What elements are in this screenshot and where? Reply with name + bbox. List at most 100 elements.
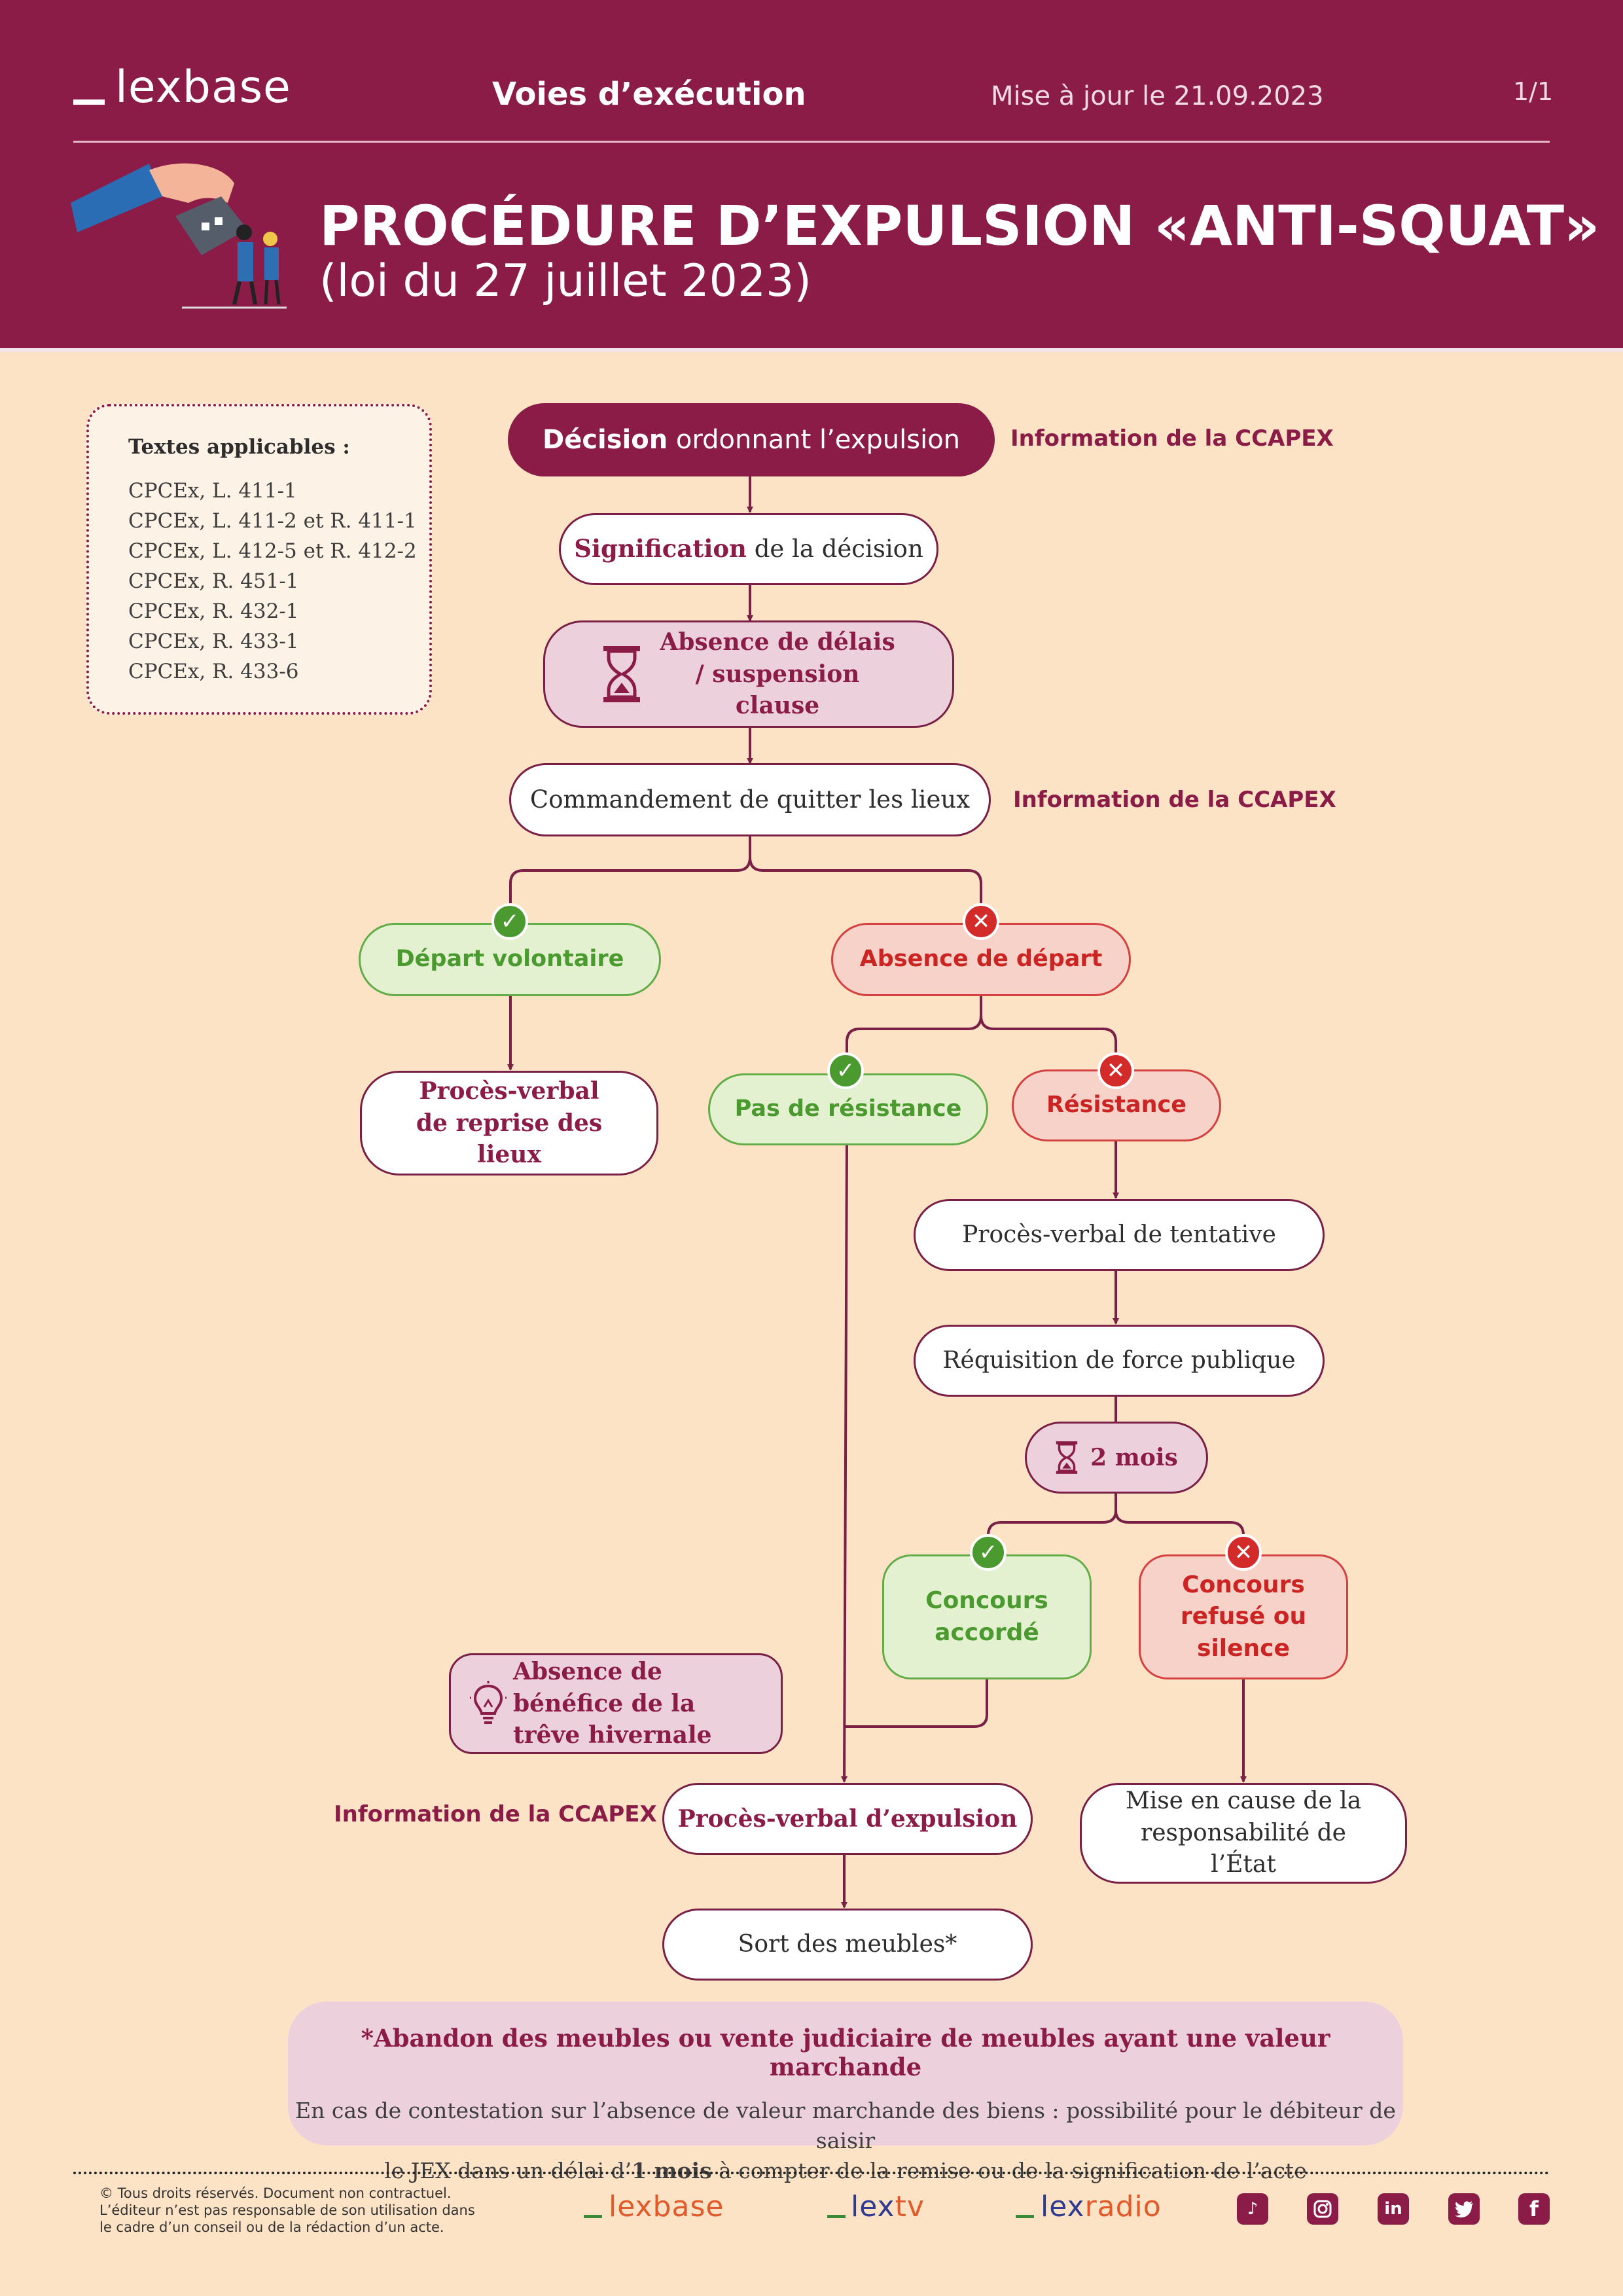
text-ref: CPCEx, R. 451-1	[128, 569, 299, 593]
hourglass-icon	[1056, 1441, 1078, 1474]
branch-depart-volontaire	[509, 836, 751, 923]
line-concours-expulsion	[846, 1679, 988, 1728]
commandement-label: Commandement de quitter les lieux	[529, 785, 971, 814]
lextv-dash	[827, 2215, 846, 2218]
info-ccapex-1: Information de la CCAPEX	[1010, 425, 1334, 452]
text-ref: CPCEx, L. 411-2 et R. 411-1	[128, 509, 417, 533]
pv-tentative-label: Procès-verbal de tentative	[962, 1221, 1276, 1248]
instagram-icon[interactable]	[1307, 2193, 1338, 2225]
branch-resistance	[980, 1015, 1117, 1069]
lexradio-logo-b: radio	[1084, 2190, 1162, 2223]
absence-delais-node: Absence de délais / suspension clause	[543, 620, 954, 728]
concours-accorde-node: Concours accordé	[882, 1554, 1092, 1679]
legal-notice: © Tous droits réservés. Document non con…	[99, 2185, 475, 2236]
treve-hivernale-node: Absence de bénéfice de la trêve hivernal…	[449, 1653, 783, 1754]
cross-icon: ✕	[1097, 1052, 1134, 1089]
pv-reprise-node: Procès-verbal de reprise des lieux	[360, 1071, 658, 1175]
decision-bold: Décision	[542, 425, 668, 455]
text-ref: CPCEx, R. 432-1	[128, 600, 299, 623]
applicable-texts-title: Textes applicables :	[128, 435, 350, 459]
page-title: PROCÉDURE D’EXPULSION «ANTI-SQUAT»	[319, 194, 1600, 258]
info-ccapex-2: Information de la CCAPEX	[1013, 787, 1336, 813]
note-line-2a: le JEX dans un délai d’	[384, 2158, 632, 2183]
decision-rest: ordonnant l’expulsion	[668, 425, 961, 455]
text-ref: CPCEx, R. 433-6	[128, 660, 299, 683]
absence-depart-label: Absence de départ	[859, 946, 1103, 973]
header-divider	[0, 348, 1623, 352]
twitter-icon[interactable]	[1448, 2193, 1480, 2225]
branch-absence-depart	[749, 857, 982, 923]
lexbase-footer-dash	[584, 2215, 602, 2218]
hourglass-icon	[603, 646, 640, 702]
lextv-logo-a: lex	[851, 2190, 895, 2223]
sort-meubles-label: Sort des meubles*	[738, 1930, 957, 1958]
signification-bold: Signification	[574, 534, 747, 564]
pas-resistance-label: Pas de résistance	[734, 1096, 962, 1122]
text-ref: CPCEx, L. 412-5 et R. 412-2	[128, 539, 417, 563]
deux-mois-label: 2 mois	[1090, 1443, 1178, 1471]
concours-accorde-label: Concours accordé	[925, 1587, 1048, 1646]
cross-icon: ✕	[1225, 1534, 1262, 1571]
arrow-pas-resistance-expulsion	[841, 1145, 848, 1783]
note-line-1: En cas de contestation sur l’absence de …	[295, 2098, 1396, 2153]
resistance-label: Résistance	[1046, 1092, 1187, 1119]
pv-reprise-label: Procès-verbal de reprise des lieux	[416, 1077, 603, 1169]
legal-line-3: le cadre d’un conseil ou de la rédaction…	[99, 2219, 444, 2235]
text-ref: CPCEx, R. 433-1	[128, 630, 299, 653]
text-ref: CPCEx, L. 411-1	[128, 479, 297, 503]
furniture-note-box: *Abandon des meubles ou vente judiciaire…	[288, 2001, 1403, 2183]
treve-hivernale-label: Absence de bénéfice de la trêve hivernal…	[513, 1658, 712, 1749]
pv-expulsion-label: Procès-verbal d’expulsion	[677, 1804, 1018, 1833]
logo-dash	[73, 99, 105, 105]
decision-node: Décision ordonnant l’expulsion	[508, 403, 995, 476]
sort-meubles-node: Sort des meubles*	[662, 1909, 1033, 1981]
legal-line-2: L’éditeur n’est pas responsable de son u…	[99, 2202, 475, 2218]
note-line-2: le JEX dans un délai d’1 mois à compter …	[288, 2156, 1403, 2186]
section-title: Voies d’exécution	[492, 76, 806, 113]
signification-node: Signification de la décision	[559, 513, 938, 585]
page-number: 1/1	[1513, 77, 1554, 106]
absence-delais-label: Absence de délais / suspension clause	[660, 628, 895, 720]
house-shape	[175, 196, 247, 255]
cross-icon: ✕	[963, 903, 999, 940]
lexbase-footer-logo[interactable]: lexbase	[609, 2190, 724, 2223]
sleeve-shape	[71, 164, 162, 232]
footer-rule	[73, 2172, 1550, 2174]
lexbase-logo: lexbase	[115, 62, 291, 113]
info-ccapex-3: Information de la CCAPEX	[334, 1801, 657, 1827]
branch-pas-resistance	[846, 996, 982, 1073]
branch-concours-refuse	[1115, 1510, 1245, 1554]
lexradio-logo-a: lex	[1041, 2190, 1085, 2223]
legal-line-1: © Tous droits réservés. Document non con…	[99, 2185, 452, 2201]
update-date: Mise à jour le 21.09.2023	[991, 81, 1324, 111]
eviction-illustration	[71, 163, 287, 309]
branch-concours-accorde	[987, 1494, 1117, 1554]
pv-tentative-node: Procès-verbal de tentative	[914, 1199, 1325, 1271]
requisition-label: Réquisition de force publique	[942, 1346, 1296, 1374]
concours-refuse-node: Concours refusé ou silence	[1139, 1554, 1348, 1679]
lextv-logo-b: tv	[895, 2190, 925, 2223]
lightbulb-icon	[470, 1681, 507, 1724]
applicable-texts-box: Textes applicables : CPCEx, L. 411-1 CPC…	[86, 404, 432, 715]
check-icon: ✓	[827, 1052, 864, 1089]
note-delay: 1 mois	[632, 2158, 712, 2183]
facebook-icon[interactable]: f	[1518, 2193, 1550, 2225]
note-line-2c: à compter de la remise ou de la signific…	[711, 2158, 1307, 2183]
note-body: En cas de contestation sur l’absence de …	[288, 2096, 1403, 2186]
check-icon: ✓	[491, 903, 528, 940]
header-rule	[73, 141, 1550, 143]
deux-mois-node: 2 mois	[1025, 1422, 1208, 1494]
lexradio-dash	[1016, 2215, 1034, 2218]
linkedin-icon[interactable]: in	[1378, 2193, 1409, 2225]
header-banner	[0, 0, 1623, 348]
lextv-logo[interactable]: lextv	[851, 2190, 925, 2223]
lexradio-logo[interactable]: lexradio	[1041, 2190, 1162, 2223]
note-title: *Abandon des meubles ou vente judiciaire…	[361, 2024, 1330, 2081]
tiktok-icon[interactable]: ♪	[1237, 2193, 1268, 2225]
hand-shape	[149, 163, 234, 203]
check-icon: ✓	[970, 1534, 1007, 1571]
signification-rest: de la décision	[746, 535, 923, 564]
depart-volontaire-label: Départ volontaire	[395, 946, 624, 973]
requisition-node: Réquisition de force publique	[914, 1325, 1325, 1397]
